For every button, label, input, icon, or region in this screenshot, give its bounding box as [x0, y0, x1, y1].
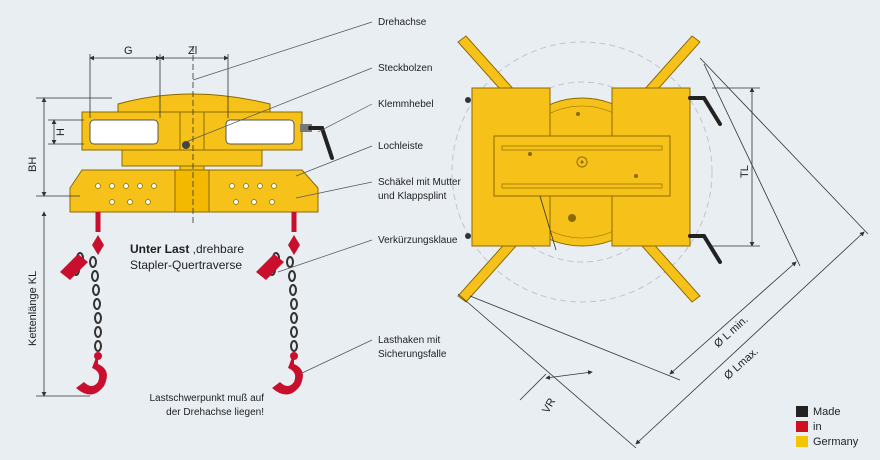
legend-row: in	[796, 419, 858, 434]
dim-vr: VR	[540, 396, 558, 415]
dim-tl: TL	[739, 165, 751, 178]
legend-label: Made	[813, 405, 841, 418]
pin	[182, 141, 190, 149]
hook-left	[76, 352, 107, 395]
legend-swatch-black	[796, 406, 808, 417]
top-view	[451, 35, 869, 449]
callout-steckbolzen: Steckbolzen	[378, 63, 432, 74]
front-view	[36, 21, 373, 397]
caption-bold: Unter Last	[130, 242, 190, 256]
dim-bh: BH	[27, 157, 39, 172]
caption: Unter Last ,drehbare Stapler-Quertravers…	[130, 241, 244, 273]
caption-line2: Stapler-Quertraverse	[130, 258, 243, 272]
callout-klemmhebel: Klemmhebel	[378, 99, 434, 110]
legend-swatch-gold	[796, 436, 808, 447]
callout-schaekel-1: Schäkel mit Mutter	[378, 177, 461, 188]
shortening-claw-right	[256, 254, 284, 280]
legend-label: Germany	[813, 435, 859, 448]
chain-left	[60, 212, 107, 395]
legend-label: in	[813, 420, 822, 433]
dim-l-max: Ø Lmax.	[722, 345, 761, 382]
dim-g: G	[124, 45, 133, 57]
callout-verkuerzungsklaue: Verkürzungsklaue	[378, 235, 458, 246]
note-line2: der Drehachse liegen!	[166, 407, 264, 418]
swivel-hump	[117, 93, 271, 113]
clamp-lever-bottom	[688, 234, 722, 264]
callout-lochleiste: Lochleiste	[378, 141, 423, 152]
note: Lastschwerpunkt muß auf der Drehachse li…	[124, 392, 265, 420]
note-line1: Lastschwerpunkt muß auf	[149, 393, 265, 404]
dim-zl: Zl	[188, 45, 197, 57]
shortening-claw-left	[60, 254, 88, 280]
callout-lasthaken-2: Sicherungsfalle	[378, 349, 447, 360]
dim-kettenlaenge: Kettenlänge KL	[27, 271, 39, 346]
clamp-lever-top	[688, 96, 722, 126]
legend-swatch-red	[796, 421, 808, 432]
dim-h: H	[55, 128, 67, 136]
clamp-lever-front	[308, 126, 334, 160]
callout-schaekel-2: und Klappsplint	[378, 191, 447, 202]
callout-drehachse: Drehachse	[378, 17, 427, 28]
fork-pocket-right	[225, 119, 295, 145]
chain-right	[256, 212, 303, 395]
legend-row: Made	[796, 404, 858, 419]
legend-row: Germany	[796, 434, 858, 449]
caption-line1: Unter Last ,drehbare	[130, 241, 244, 257]
made-in-germany-legend: Made in Germany	[796, 404, 858, 449]
turntable	[121, 149, 263, 167]
fork-pocket-left	[89, 119, 159, 145]
caption-rest: ,drehbare	[189, 242, 245, 256]
hook-right	[272, 352, 303, 395]
callout-lasthaken-1: Lasthaken mit	[378, 335, 440, 346]
